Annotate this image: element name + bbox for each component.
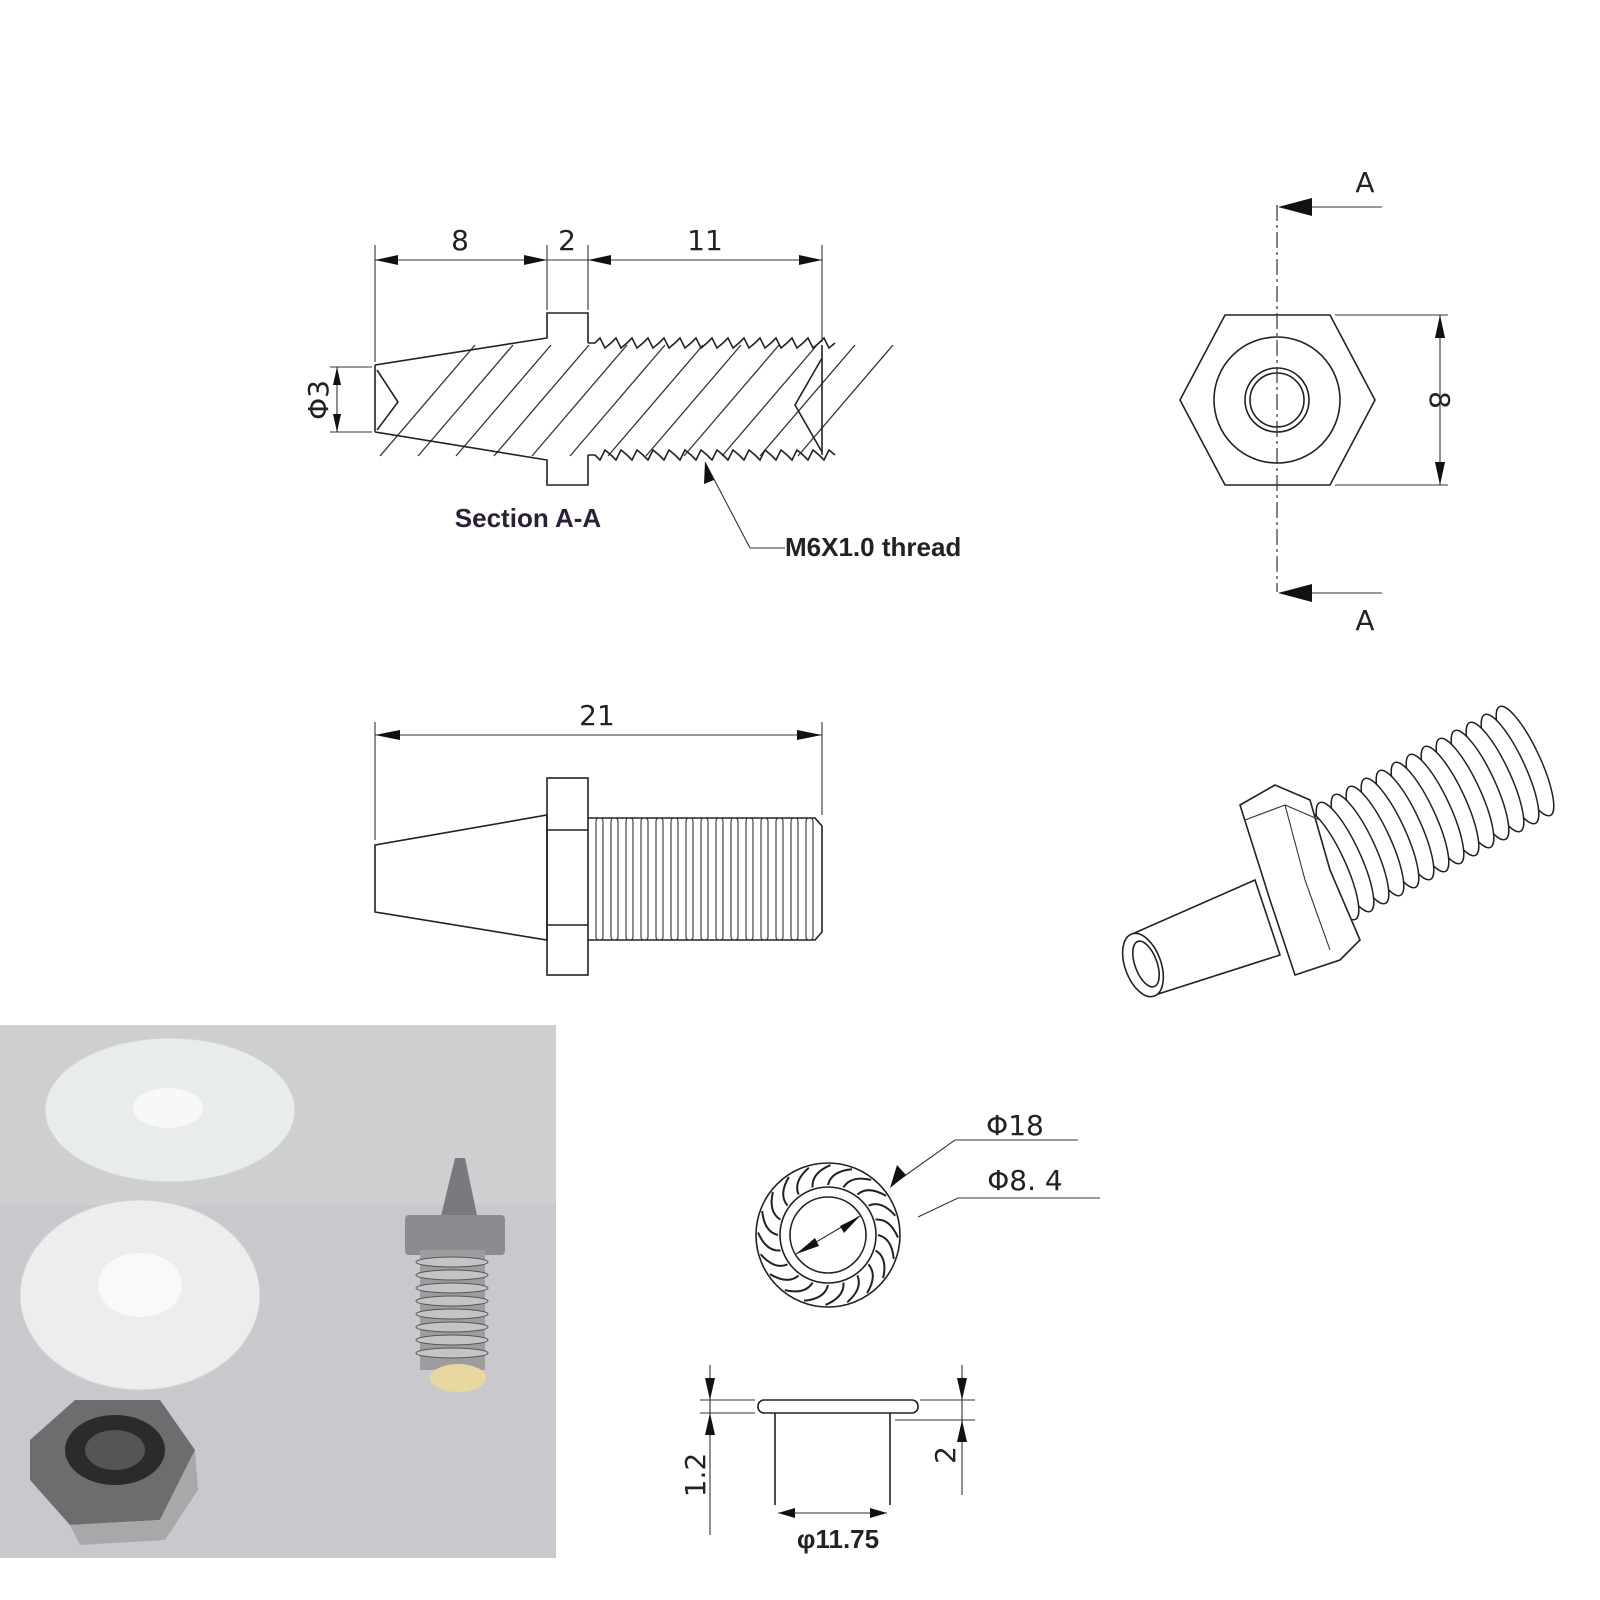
- thread-leader-arrow: [704, 462, 714, 484]
- dim-sleeve-diameter: φ11.75: [797, 1524, 879, 1554]
- side-cone: [374, 814, 548, 941]
- section-outline-top: [374, 312, 589, 366]
- photo-nozzle: [405, 1158, 505, 1392]
- washer-outer-circle: [755, 1162, 901, 1308]
- washer-serration-ring: [779, 1186, 877, 1284]
- washer-bore-circle: [789, 1196, 867, 1274]
- side-thread-ridges: [595, 817, 814, 941]
- dim-flange-thickness: 1.2: [679, 1453, 712, 1498]
- washer-serrations: [757, 1164, 899, 1306]
- dim-flange-width: 2: [558, 224, 576, 257]
- side-hex-flange: [546, 777, 589, 976]
- section-arrow-bottom: [1278, 584, 1312, 602]
- dim-overall-length: 21: [579, 699, 615, 732]
- bore-cone-right: [794, 357, 823, 453]
- side-thread-body: [588, 817, 823, 941]
- iso-hex-flange: [1239, 784, 1361, 977]
- dim-total-height: 2: [929, 1446, 962, 1464]
- dim-outer-diameter: Φ18: [986, 1109, 1044, 1142]
- dim-cone-length: 8: [451, 224, 469, 257]
- section-marker-top: A: [1355, 166, 1374, 199]
- dim-across-flats: 8: [1423, 391, 1456, 409]
- section-view: 8 2 11 Φ3 Section A-A M6X1.0 thread: [302, 224, 961, 562]
- section-arrow-top: [1278, 198, 1312, 216]
- bore-cone-left: [376, 369, 399, 431]
- section-outline-bottom: [374, 431, 589, 486]
- thread-profile-bottom: [588, 448, 836, 462]
- section-hatching: [379, 344, 894, 457]
- photo-washer-bottom: [19, 1199, 261, 1391]
- section-title: Section A-A: [455, 503, 602, 533]
- thread-leader-line: [704, 461, 751, 549]
- product-photo: [0, 1025, 556, 1558]
- dim-bore-diameter: Φ3: [302, 380, 335, 420]
- dim-thread-length: 11: [687, 224, 723, 257]
- photo-washer-top: [44, 1037, 296, 1183]
- hex-outline: [1179, 314, 1376, 486]
- isometric-view: [1121, 705, 1555, 998]
- washer-drawing: Φ18 Φ8. 4 φ11.75 1.2 2: [679, 1109, 1100, 1554]
- section-marker-bottom: A: [1355, 604, 1374, 637]
- thread-profile-top: [588, 336, 836, 350]
- washer-sleeve-profile: [774, 1413, 891, 1505]
- washer-flange-profile: [757, 1399, 919, 1414]
- thread-callout: M6X1.0 thread: [785, 532, 961, 562]
- outer-diameter-leader: [891, 1139, 1078, 1186]
- end-view: A A 8: [1179, 166, 1456, 637]
- inner-diameter-leader: [917, 1197, 1100, 1218]
- dim-inner-diameter: Φ8. 4: [987, 1164, 1062, 1197]
- side-view: 21: [374, 699, 823, 976]
- dimension-lines: [330, 245, 823, 433]
- photo-hex-nut: [30, 1400, 198, 1545]
